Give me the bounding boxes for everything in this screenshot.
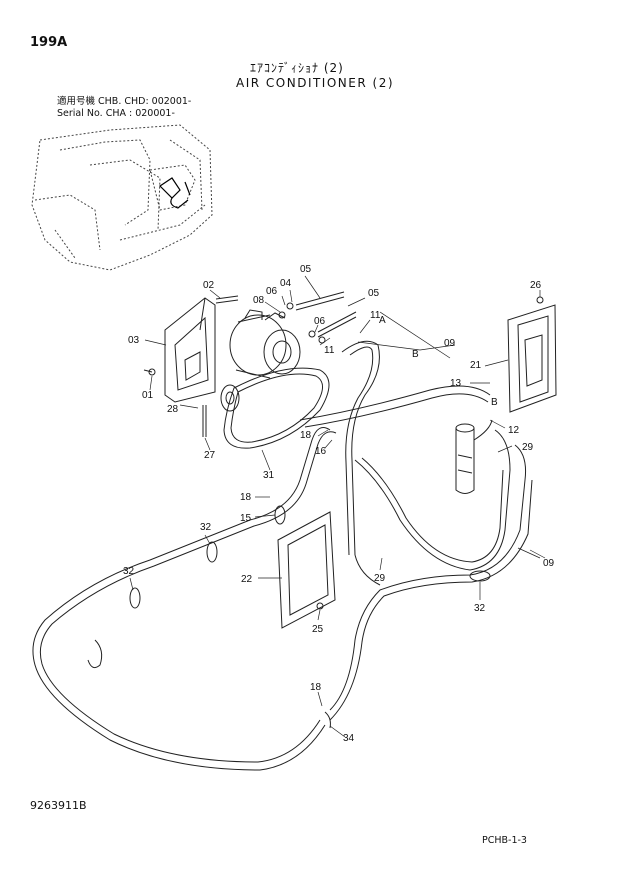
- callout-labels: 02 04 05 05 06 06 08 03 01 28 27 31 11 1…: [123, 264, 555, 744]
- callout-27: 27: [204, 450, 216, 461]
- callout-32: 32: [474, 603, 486, 614]
- callout-28: 28: [167, 404, 179, 415]
- callout-B: B: [412, 349, 419, 360]
- callout-06: 06: [266, 286, 278, 297]
- compressor-bracket: [164, 297, 216, 403]
- callout-05: 05: [300, 264, 312, 275]
- callout-18: 18: [310, 682, 322, 693]
- callout-31: 31: [263, 470, 275, 481]
- callout-29: 29: [374, 573, 386, 584]
- callout-04: 04: [280, 278, 292, 289]
- callout-09: 09: [444, 338, 456, 349]
- grommet-plate: [277, 511, 336, 629]
- idler-pulley: [202, 384, 240, 437]
- callout-09: 09: [543, 558, 555, 569]
- refrigerant-hoses: [32, 340, 533, 771]
- overview-detail-highlight: [159, 177, 191, 209]
- hose-clamps: [87, 505, 491, 729]
- callout-32: 32: [200, 522, 212, 533]
- callout-15: 15: [240, 513, 252, 524]
- callout-34: 34: [343, 733, 355, 744]
- callout-32: 32: [123, 566, 135, 577]
- drive-belt: [223, 367, 330, 449]
- dryer-bracket: [507, 296, 557, 413]
- callout-13: 13: [450, 378, 462, 389]
- callout-11: 11: [370, 310, 381, 321]
- callout-29: 29: [522, 442, 534, 453]
- callout-B: B: [491, 397, 498, 408]
- callout-A: A: [379, 315, 386, 326]
- serial-applicability-line-1: 適用号機 CHB. CHD: 002001-: [57, 96, 192, 107]
- mounting-bolts: [143, 291, 357, 376]
- callout-25: 25: [312, 624, 324, 635]
- page-number: 199A: [30, 35, 68, 50]
- callout-22: 22: [241, 574, 253, 585]
- page-title: AIR CONDITIONER (2): [236, 76, 395, 90]
- callout-leaders: [129, 275, 546, 738]
- serial-applicability-line-2: Serial No. CHA : 020001-: [57, 108, 175, 119]
- callout-05: 05: [368, 288, 380, 299]
- callout-21: 21: [470, 360, 482, 371]
- machine-overview-sketch: [31, 124, 213, 271]
- callout-26: 26: [530, 280, 542, 291]
- callout-02: 02: [203, 280, 215, 291]
- receiver-dryer: [455, 419, 493, 494]
- compressor: [229, 309, 301, 379]
- callout-08: 08: [253, 295, 265, 306]
- callout-12: 12: [508, 425, 520, 436]
- title-japanese: ｴｱｺﾝﾃﾞｨｼｮﾅ (2): [250, 61, 344, 75]
- callout-06: 06: [314, 316, 326, 327]
- drawing-number: 9263911B: [30, 799, 87, 812]
- callout-11: 11: [324, 345, 335, 356]
- sheet-reference: PCHB-1-3: [482, 835, 527, 846]
- callout-18: 18: [240, 492, 252, 503]
- callout-18: 18: [300, 430, 312, 441]
- callout-01: 01: [142, 390, 154, 401]
- callout-16: 16: [315, 446, 327, 457]
- callout-03: 03: [128, 335, 140, 346]
